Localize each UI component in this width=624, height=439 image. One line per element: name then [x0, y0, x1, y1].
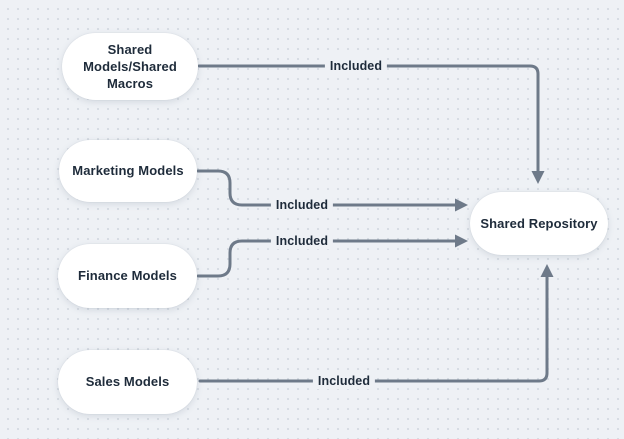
edge-label-sales-included: Included [312, 373, 376, 389]
edge-line [197, 64, 540, 173]
node-finance-models: Finance Models [58, 244, 197, 308]
node-label: Shared Models/Shared Macros [83, 41, 177, 92]
edge-label-finance-included: Included [270, 233, 334, 249]
node-label: Sales Models [85, 374, 170, 390]
edge-shared-models-to-repository [197, 64, 545, 184]
node-label: Finance Models [78, 268, 177, 284]
edge-label-shared-models-included: Included [324, 58, 388, 74]
node-marketing-models: Marketing Models [59, 140, 197, 202]
node-label: Shared Repository [480, 215, 598, 231]
node-shared-repository: Shared Repository [470, 192, 608, 255]
arrowhead-up-icon [540, 264, 554, 277]
arrowhead-right-icon [455, 198, 468, 212]
node-label: Marketing Models [72, 163, 184, 179]
node-shared-models-macros: Shared Models/Shared Macros [62, 33, 198, 100]
edge-sales-to-repository [198, 264, 554, 383]
arrowhead-down-icon [531, 171, 545, 184]
edge-label-marketing-included: Included [270, 197, 334, 213]
node-sales-models: Sales Models [58, 350, 197, 414]
edge-line [198, 275, 549, 383]
arrowhead-right-icon [455, 234, 468, 248]
